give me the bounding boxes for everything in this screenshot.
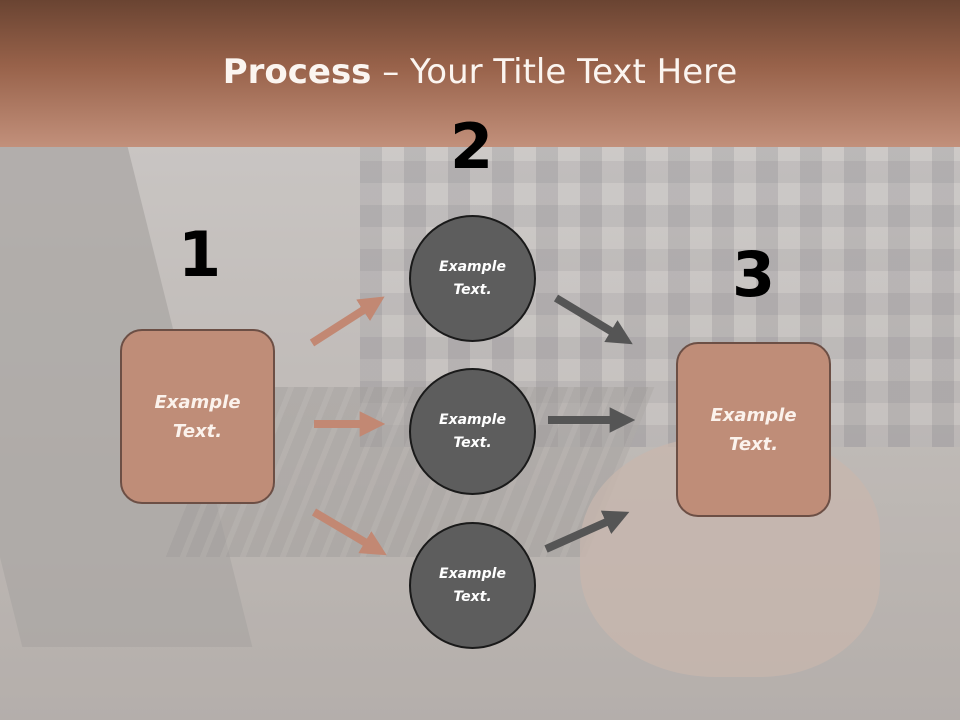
circle-2-line1: Example bbox=[439, 411, 506, 428]
arrow-box-to-circle-3 bbox=[311, 508, 387, 556]
circle-2-line2: Text. bbox=[453, 434, 492, 451]
step-number-3: 3 bbox=[732, 238, 776, 311]
circle-3-line2: Text. bbox=[453, 588, 492, 605]
arrow-circle-1-to-box bbox=[553, 294, 633, 345]
circle-1: Example Text. bbox=[409, 215, 536, 342]
right-box-line2: Text. bbox=[728, 433, 779, 455]
circle-1-line2: Text. bbox=[453, 281, 492, 298]
title-bold: Process bbox=[222, 52, 372, 92]
left-box-line2: Text. bbox=[172, 420, 223, 442]
right-box: Example Text. bbox=[676, 342, 831, 517]
left-box-line1: Example bbox=[154, 391, 241, 413]
header-band: Process – Your Title Text Here bbox=[0, 0, 960, 147]
slide-title: Process – Your Title Text Here bbox=[0, 52, 960, 92]
circle-3-text: Example Text. bbox=[428, 563, 518, 609]
circle-1-text: Example Text. bbox=[428, 256, 518, 302]
circle-2-text: Example Text. bbox=[428, 409, 518, 455]
left-box-text: Example Text. bbox=[138, 388, 258, 446]
title-rest: – Your Title Text Here bbox=[371, 52, 738, 92]
circle-1-line1: Example bbox=[439, 258, 506, 275]
right-box-text: Example Text. bbox=[694, 401, 814, 459]
right-box-line1: Example bbox=[710, 404, 797, 426]
step-number-2: 2 bbox=[450, 110, 494, 183]
circle-3: Example Text. bbox=[409, 522, 536, 649]
arrow-circle-3-to-box bbox=[544, 510, 630, 553]
step-number-1: 1 bbox=[178, 218, 222, 291]
circle-3-line1: Example bbox=[439, 565, 506, 582]
left-box: Example Text. bbox=[120, 329, 275, 504]
arrow-box-to-circle-1 bbox=[309, 296, 385, 347]
circle-2: Example Text. bbox=[409, 368, 536, 495]
